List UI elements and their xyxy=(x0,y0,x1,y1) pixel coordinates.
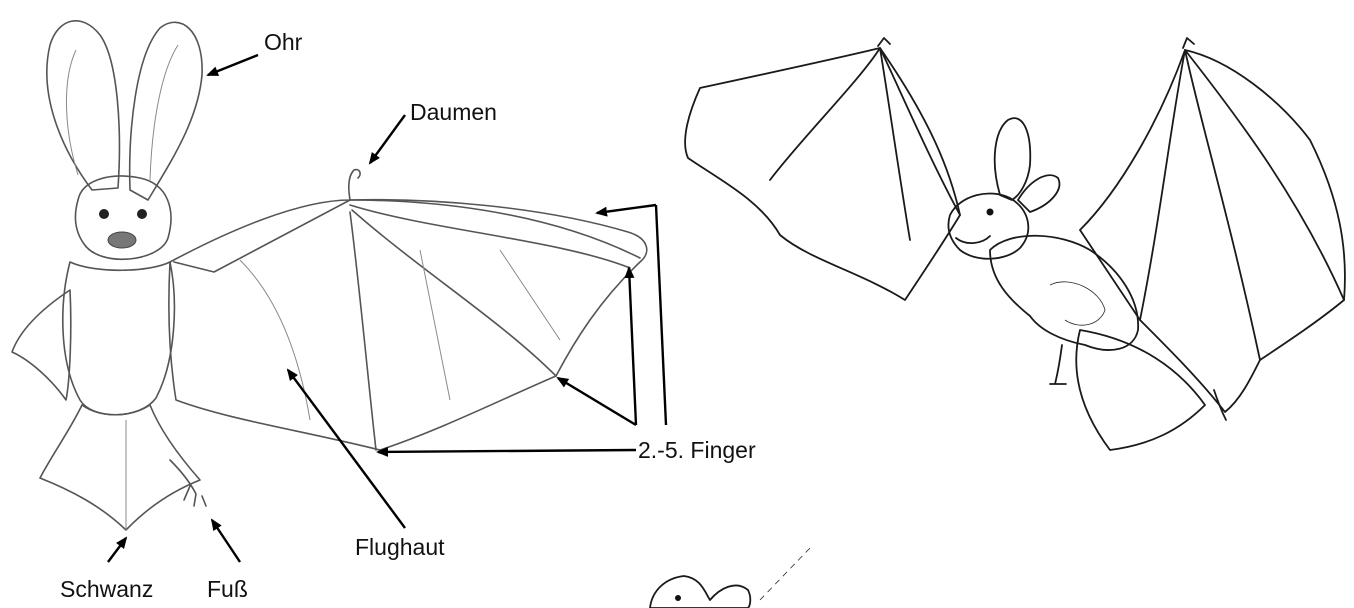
left-eye xyxy=(99,209,109,219)
flughaut-arrow xyxy=(288,370,405,528)
ohr-arrow xyxy=(208,55,258,75)
labels: Ohr Daumen 2.-5. Finger Flughaut Schwanz… xyxy=(60,29,756,602)
finger-arrow-2 xyxy=(629,268,636,425)
daumen-arrow xyxy=(370,115,405,163)
finger-arrow-3 xyxy=(558,378,636,425)
finger-bracket xyxy=(656,205,666,425)
fuss-arrow xyxy=(212,520,240,562)
left-ear xyxy=(47,21,120,190)
finger-arrow-4 xyxy=(378,450,636,452)
ink-ear-left xyxy=(995,118,1031,200)
label-finger: 2.-5. Finger xyxy=(638,437,756,463)
tail-membrane xyxy=(40,405,200,530)
label-schwanz: Schwanz xyxy=(60,576,153,602)
body xyxy=(63,262,175,415)
wing-membrane xyxy=(169,200,647,450)
ink-left-wing xyxy=(685,48,960,300)
ink-flying-bat-illustration xyxy=(685,38,1345,450)
ink-ear-right xyxy=(1018,175,1059,212)
snout xyxy=(108,232,136,248)
label-fuss: Fuß xyxy=(207,576,248,602)
pencil-bat-illustration xyxy=(12,21,647,530)
ink-right-wing xyxy=(1080,50,1345,412)
ink-bat-partial xyxy=(650,548,810,608)
thumb xyxy=(349,170,360,200)
label-daumen: Daumen xyxy=(410,99,497,125)
right-ear xyxy=(130,22,202,200)
right-eye xyxy=(137,209,147,219)
label-flughaut: Flughaut xyxy=(355,534,445,560)
ink-head xyxy=(948,193,1028,258)
label-ohr: Ohr xyxy=(264,29,303,55)
schwanz-arrow xyxy=(108,538,126,562)
finger-arrow-1 xyxy=(597,205,656,213)
